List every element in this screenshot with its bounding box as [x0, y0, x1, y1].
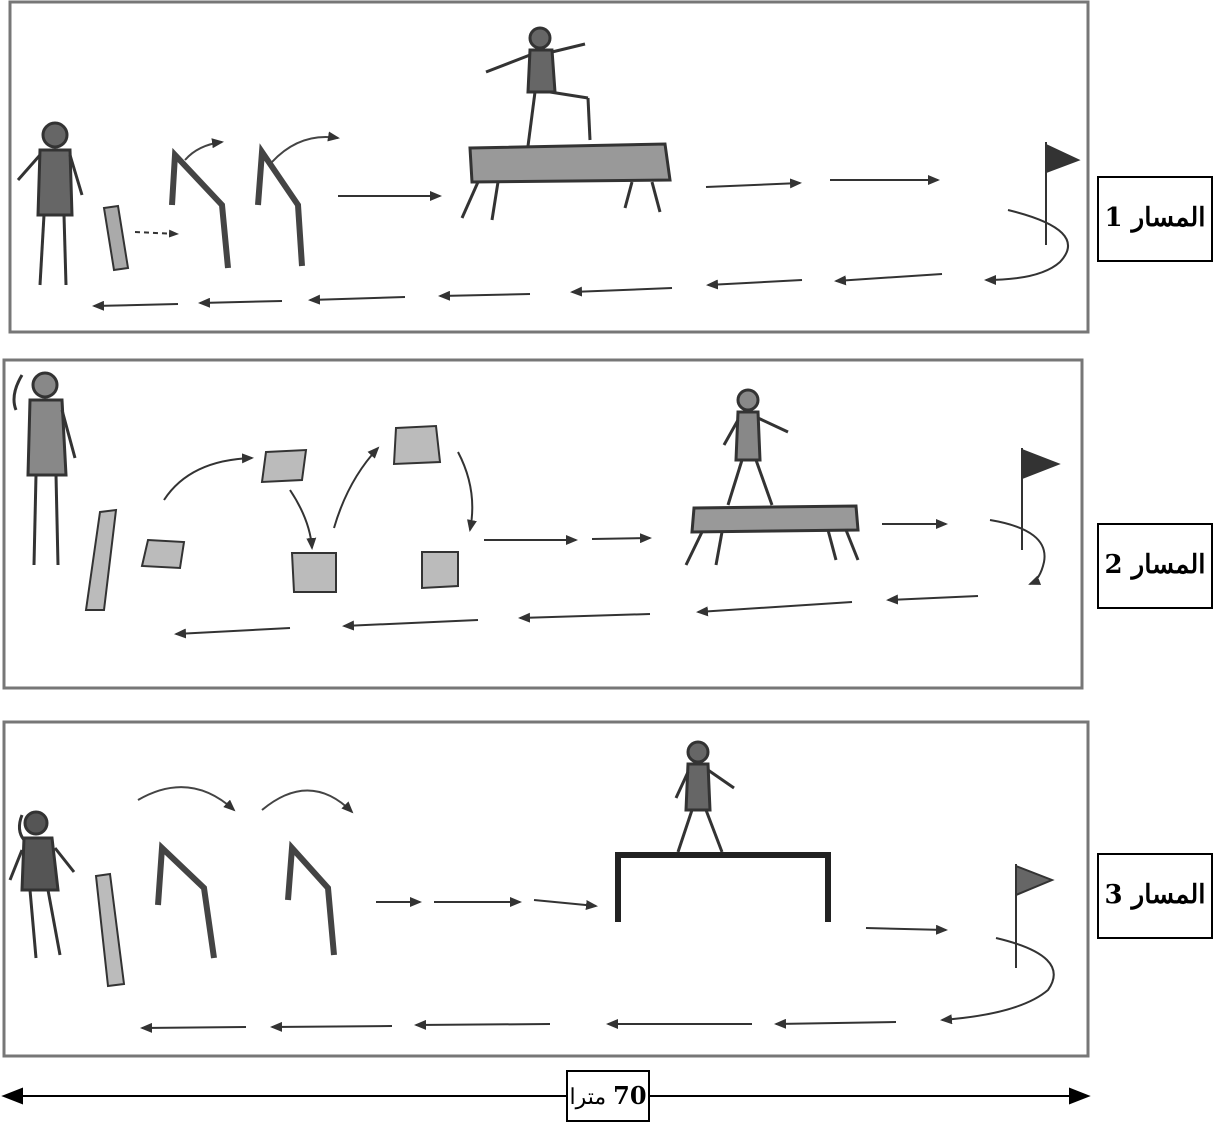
distance-line — [1, 1087, 1091, 1105]
lane-3-border — [2, 720, 1090, 1058]
lane-2-mat-5 — [421, 551, 459, 590]
lane-3-bench — [615, 852, 831, 922]
lane-3-start-person-icon — [8, 810, 76, 959]
distance-left-arrowhead — [1, 1087, 23, 1105]
lane-1 — [8, 0, 1090, 334]
lane-1-beam-person-icon — [485, 26, 592, 147]
lane-1-return-arrows — [92, 273, 943, 311]
lane-1-start-person-icon — [16, 121, 84, 286]
lane-2-border — [2, 358, 1084, 690]
lane-1-flag-icon — [1045, 142, 1081, 245]
lane-3-start-plank — [94, 872, 126, 988]
lane-2-mat-3 — [290, 552, 337, 593]
distance-label: 70 مترا — [566, 1070, 650, 1122]
lane-2 — [2, 358, 1084, 690]
lane-3-bench-person-icon — [674, 740, 735, 853]
lane-3 — [2, 720, 1090, 1058]
lane-2-start-person-icon — [12, 371, 77, 566]
lane-3-label: المسار 3 — [1097, 853, 1213, 939]
lane-2-mat-4 — [392, 424, 442, 466]
distance-unit: مترا — [569, 1085, 607, 1110]
lane-2-label: المسار 2 — [1097, 523, 1213, 609]
lane-1-border — [8, 0, 1090, 334]
lane-3-hurdle-1 — [137, 786, 236, 959]
lane-2-start-plank — [84, 508, 118, 611]
lane-2-jump-arrows — [163, 446, 477, 550]
lane-1-hurdle-2 — [255, 131, 340, 267]
lane-2-balance-beam — [684, 504, 860, 566]
lane-3-flag-icon — [1015, 864, 1055, 968]
distance-right-arrowhead — [1069, 1087, 1091, 1105]
lane-2-turn-arrow — [989, 519, 1046, 585]
lane-1-turn-arrow — [984, 209, 1070, 285]
distance-value: 70 — [613, 1081, 647, 1110]
lane-3-turn-arrow — [940, 937, 1055, 1025]
lane-1-start-plank — [102, 204, 130, 272]
lane-3-return-arrows — [140, 1018, 897, 1033]
lane-3-hurdle-2 — [261, 789, 354, 956]
lane-1-label: المسار 1 — [1097, 176, 1213, 262]
lane-1-hurdle-1 — [169, 138, 231, 269]
lane-1-balance-beam — [460, 142, 672, 221]
lane-2-beam-person-icon — [722, 388, 789, 506]
lane-2-mat-1 — [140, 538, 186, 570]
lane-2-mat-2 — [260, 448, 308, 484]
lane-2-return-arrows — [174, 594, 979, 639]
lane-2-flag-icon — [1021, 448, 1061, 550]
